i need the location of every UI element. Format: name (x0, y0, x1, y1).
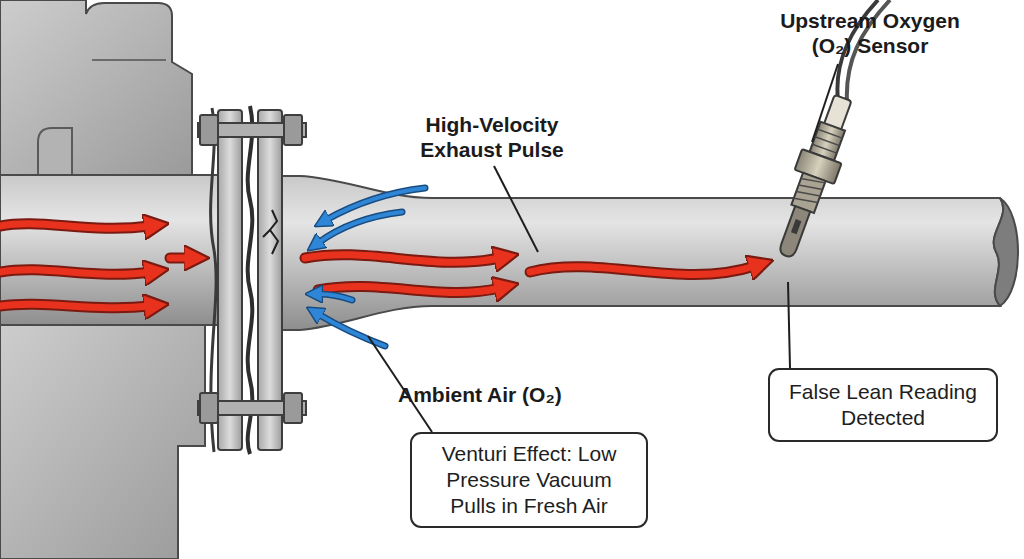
leader-line (812, 64, 838, 142)
exhaust-arrow (530, 266, 755, 275)
air-arrow (318, 314, 385, 346)
exhaust-arrow (318, 287, 500, 293)
oxygen-sensor (766, 91, 863, 263)
exhaust-arrow (0, 270, 150, 275)
exhaust-arrow (0, 304, 150, 307)
pipe-cut-end (994, 198, 1018, 306)
flange-plate (258, 110, 282, 450)
manifold-runner (0, 175, 222, 325)
leader-line (788, 282, 790, 368)
leader-line (494, 166, 538, 252)
exhaust-pipe (280, 176, 1003, 330)
exhaust-arrow (0, 224, 150, 229)
callout-box: False Lean Reading Detected (768, 368, 998, 442)
exhaust-arrow (0, 224, 150, 229)
bolt-nut (200, 115, 218, 145)
box-text: Venturi Effect: Low Pressure Vacuum Pull… (424, 441, 634, 519)
ambient-air-flow (318, 188, 425, 346)
exhaust-flow (0, 224, 755, 308)
air-arrow (318, 294, 352, 300)
part-label: Ambient Air (O₂) (398, 382, 638, 407)
sensor-thread-lines (794, 175, 825, 207)
bolt-nut (200, 393, 218, 423)
flange-plate (218, 110, 242, 450)
box-text: False Lean Reading Detected (782, 379, 984, 431)
exhaust-arrow (318, 287, 500, 293)
exhaust-arrow (0, 304, 150, 307)
crack (263, 210, 278, 254)
sensor-slot (791, 219, 801, 234)
air-arrow (318, 314, 385, 346)
exhaust-arrow (530, 266, 755, 275)
part-label: Upstream Oxygen (O₂) Sensor (772, 8, 968, 58)
sensor-tip (778, 206, 810, 258)
manifold-edge (92, 59, 166, 61)
callout-box: Venturi Effect: Low Pressure Vacuum Pull… (410, 432, 648, 528)
exhaust-arrow (305, 255, 500, 263)
manifold-lower (0, 322, 205, 559)
air-arrow (318, 212, 402, 243)
part-label: High-Velocity Exhaust Pulse (406, 112, 578, 162)
bolt-nut (284, 115, 302, 145)
bolt-nut (284, 393, 302, 423)
exhaust-arrow (0, 270, 150, 275)
air-arrow (318, 294, 352, 300)
manifold-notch (38, 128, 72, 178)
sensor-ribs (812, 129, 842, 153)
manifold-upper (0, 0, 192, 178)
exhaust-arrow (170, 253, 190, 264)
exhaust-arrow (170, 255, 190, 262)
air-arrow (318, 212, 402, 243)
exhaust-arrow (305, 255, 500, 263)
